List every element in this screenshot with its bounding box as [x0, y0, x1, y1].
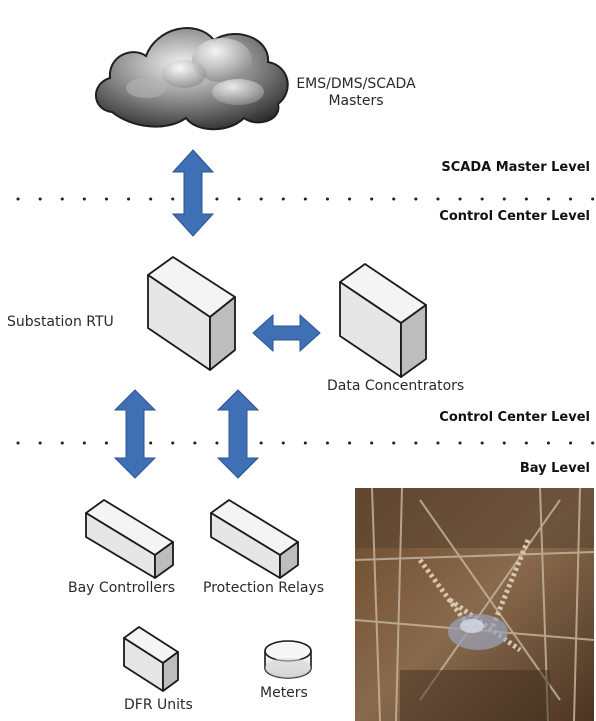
arrow-rtu-baycontrollers	[113, 389, 157, 479]
level-scada-master: SCADA Master Level	[441, 160, 590, 175]
level-bay: Bay Level	[519, 461, 590, 476]
ems-masters-line2: Masters	[328, 93, 384, 109]
bay-controllers-box	[85, 499, 174, 579]
ems-masters-label: EMS/DMS/SCADA Masters	[291, 76, 421, 110]
substation-rtu-label: Substation RTU	[7, 314, 114, 330]
level-control-center-mid: Control Center Level	[439, 410, 590, 425]
level-control-center-top: Control Center Level	[439, 209, 590, 224]
arrow-cloud-rtu	[171, 149, 215, 237]
substation-photo	[354, 487, 595, 721]
data-concentrators-box	[339, 263, 427, 378]
bay-controllers-label: Bay Controllers	[68, 580, 176, 596]
protection-relays-box	[210, 499, 299, 579]
meter-icon	[264, 640, 312, 679]
meters-label: Meters	[260, 685, 308, 701]
dfr-units-label: DFR Units	[124, 697, 193, 713]
substation-rtu-box	[147, 256, 236, 371]
arrow-rtu-protectionrelays	[216, 389, 260, 479]
cloud-icon	[95, 27, 289, 131]
arrow-rtu-concentrators	[252, 313, 321, 353]
protection-relays-label: Protection Relays	[203, 580, 325, 596]
dfr-units-box	[123, 626, 179, 692]
data-concentrators-label: Data Concentrators	[327, 378, 465, 394]
ems-masters-line1: EMS/DMS/SCADA	[296, 76, 416, 92]
